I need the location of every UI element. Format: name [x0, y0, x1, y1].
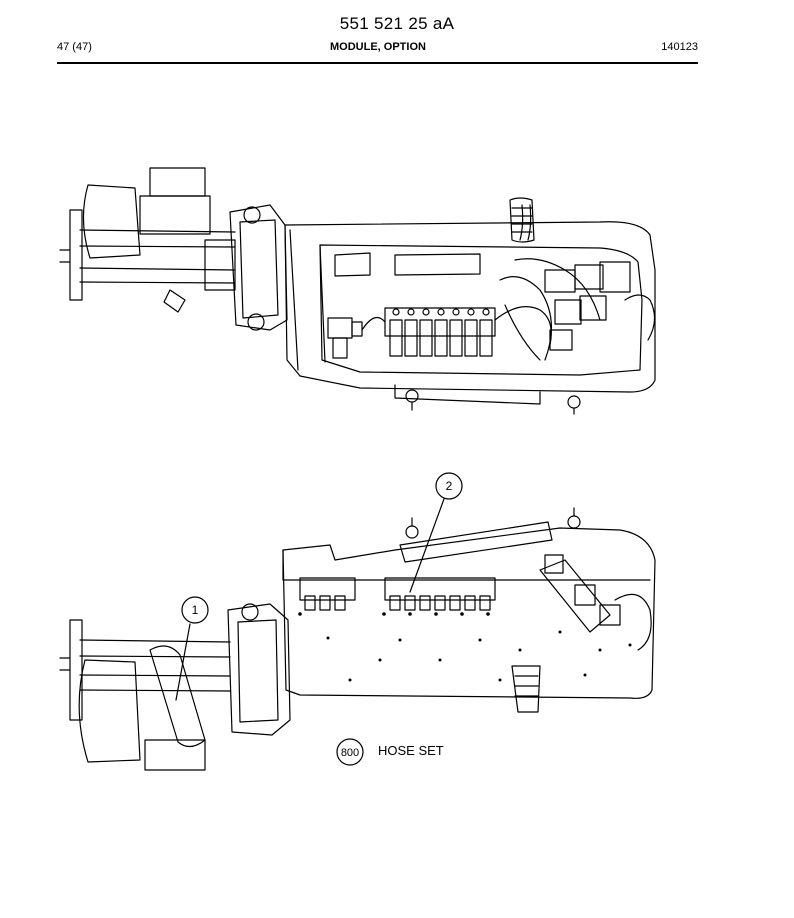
bottom-valve-cluster-right	[539, 554, 652, 651]
bottom-motor-cylinder	[149, 645, 206, 748]
top-mid-block	[204, 239, 236, 291]
bottom-rail-upper	[79, 639, 231, 658]
bottom-knob-right	[567, 515, 581, 529]
top-gearbox-bolt	[243, 206, 261, 224]
balloon-800	[336, 738, 364, 766]
top-hose-bundle	[509, 197, 535, 243]
callout-2: 2	[409, 472, 463, 593]
top-knob-left	[405, 389, 419, 403]
bottom-gearbox-bolt	[241, 603, 259, 621]
top-rail-upper	[79, 229, 236, 248]
top-chassis-rail	[289, 229, 326, 371]
balloon-800-label: 800	[341, 747, 359, 759]
bottom-chassis-top-edge	[282, 549, 651, 581]
bottom-bolt-pattern	[298, 612, 632, 682]
top-motor-box-inner	[139, 195, 211, 235]
document-number: 551 521 25 aA	[339, 14, 455, 33]
bottom-rail-lower	[79, 674, 231, 692]
top-gearbox	[229, 204, 288, 331]
leader-line-1	[175, 623, 191, 701]
bottom-view-assembly	[59, 507, 656, 771]
bottom-chassis-frame	[282, 527, 656, 699]
bottom-knob-left	[405, 525, 419, 539]
top-valve-left	[327, 317, 363, 359]
top-gearbox-detail	[239, 219, 279, 319]
bottom-hose-bundle	[511, 665, 541, 713]
date-code: 140123	[661, 41, 698, 53]
top-gearbox-bolt-2	[247, 313, 265, 331]
balloon-2	[435, 472, 463, 500]
top-valve-bank	[384, 307, 496, 357]
balloon-1	[181, 596, 209, 624]
top-bottom-bracket	[394, 384, 541, 405]
top-valve-cluster-right	[544, 261, 656, 351]
bottom-end-plate	[69, 619, 83, 721]
section-title: MODULE, OPTION	[330, 41, 426, 53]
top-hoses	[361, 204, 601, 361]
leader-line-2	[409, 498, 445, 593]
top-knob-right	[567, 395, 581, 409]
balloon-1-label: 1	[192, 603, 199, 617]
bottom-gearbox-detail	[237, 619, 279, 723]
top-motor-drum	[82, 184, 141, 259]
hose-set-label: HOSE SET	[378, 743, 444, 758]
callout-1: 1	[175, 596, 209, 701]
bottom-valve-bank	[384, 577, 496, 611]
top-lower-fitting	[163, 289, 186, 313]
top-chassis-frame	[284, 221, 656, 393]
balloon-2-label: 2	[446, 479, 453, 493]
page-count: 47 (47)	[57, 41, 92, 53]
top-motor-box	[149, 167, 206, 197]
top-rail-lower	[79, 267, 236, 284]
top-plate-left	[334, 252, 371, 277]
bottom-motor-base	[144, 739, 206, 771]
top-chassis-inner	[319, 244, 643, 376]
top-end-plate	[69, 209, 83, 301]
header-rule	[57, 62, 698, 64]
top-end-pins	[59, 249, 71, 263]
bottom-gearbox	[227, 603, 291, 736]
bottom-valve-left	[299, 577, 356, 611]
callout-800: 800	[336, 738, 364, 766]
bottom-rail-panel	[399, 521, 553, 563]
top-plate-right	[394, 253, 481, 276]
bottom-end-pins	[59, 657, 71, 671]
top-view-assembly	[59, 167, 656, 415]
